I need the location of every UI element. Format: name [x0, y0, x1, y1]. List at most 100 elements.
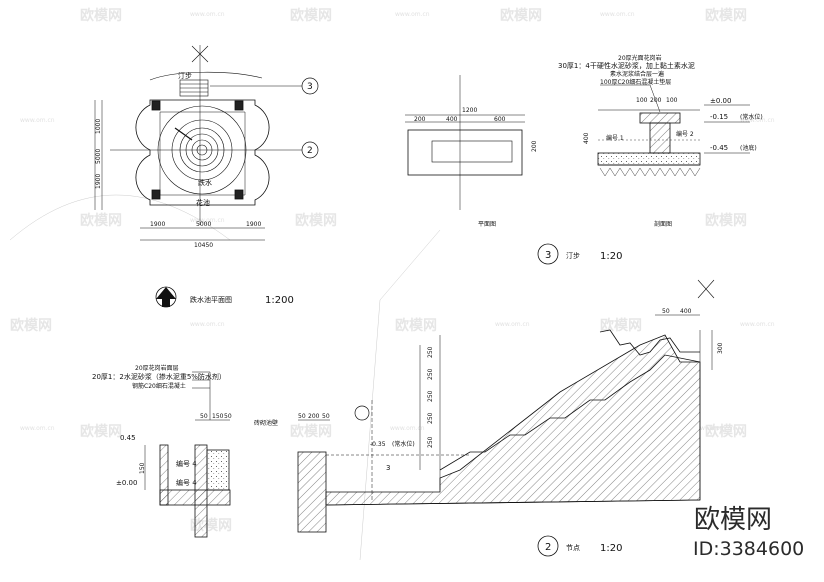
- detail2-note-1: 20厚花岗岩面层: [135, 364, 179, 372]
- detail2-note-3: 钢筋C20细石混凝土: [132, 382, 186, 390]
- detail2-dim-midtop-3: 50: [322, 413, 330, 420]
- watermark-text: 欧模网: [290, 7, 332, 24]
- watermark-text: 欧模网: [295, 212, 337, 229]
- watermark-url: www.om.cn: [700, 425, 735, 432]
- detail2-dim-left-vertical: 150: [139, 462, 146, 474]
- detail3-note-1: 20厚光面花岗岩: [618, 54, 662, 62]
- detail3-tag-1: 编号 1: [606, 134, 624, 142]
- watermark-text: 欧模网: [395, 317, 437, 334]
- watermark-text: 欧模网: [705, 212, 747, 229]
- detail3-level-mid-note: (常水位): [740, 113, 763, 121]
- watermark-url: www.om.cn: [600, 11, 635, 18]
- watermark-url: www.om.cn: [395, 11, 430, 18]
- detail2-dim-topright-2: 400: [680, 308, 692, 315]
- watermark-layer: 欧模网 欧模网 欧模网 欧模网 欧模网 欧模网 欧模网 欧模网 欧模网 欧模网 …: [10, 7, 775, 534]
- detail2-level-water: -0.35: [370, 441, 386, 448]
- callout-2-circle: [301, 141, 319, 159]
- detail3-plan: [405, 75, 525, 210]
- detail2-dim-lefttop-1: 50: [200, 413, 208, 420]
- detail3-dim-top-1: 200: [414, 116, 426, 123]
- detail3-note-2: 30厚1：4干硬性水泥砂浆，加上黏土素水泥: [558, 61, 695, 70]
- watermark-url: www.om.cn: [740, 321, 775, 328]
- plan-dim-left-1: 1000: [95, 119, 102, 134]
- north-arrow-icon: [155, 286, 177, 308]
- watermark-text: 欧模网: [500, 7, 542, 24]
- detail2-dim-midtop-1: 50: [298, 413, 306, 420]
- detail2-tag-4b: 编号 4: [176, 478, 197, 487]
- detail3-note-3: 素水泥浆结合层一遍: [610, 70, 664, 78]
- callout-3-number: 3: [307, 82, 313, 92]
- detail2-dim-midtop-2: 200: [308, 413, 320, 420]
- detail2-scale: 1:20: [600, 543, 622, 554]
- detail2-level-water-note: (常水位): [392, 440, 415, 448]
- detail2-label-wall: 砖砌池壁: [254, 419, 278, 427]
- watermark-url: www.om.cn: [190, 217, 225, 224]
- detail2-callout-circle: [537, 535, 559, 557]
- detail3-section: [597, 84, 750, 177]
- watermark-url: www.om.cn: [190, 11, 225, 18]
- detail3-level-top: ±0.00: [710, 97, 731, 105]
- detail2-dim-topright-1: 50: [662, 308, 670, 315]
- detail3-title: 汀步: [566, 252, 580, 260]
- detail3-section-dim-1: 100: [636, 97, 648, 104]
- detail2-marker-circle: [354, 405, 370, 421]
- watermark-text: 欧模网: [80, 7, 122, 24]
- detail3-note-4: 100厚C20细石混凝土垫层: [600, 78, 671, 86]
- plan-dim-left-3: 1900: [95, 174, 102, 189]
- detail3-dim-total: 1200: [462, 107, 477, 114]
- watermark-text: 欧模网: [290, 423, 332, 440]
- plan-scale: 1:200: [265, 295, 294, 306]
- watermark-url: www.om.cn: [20, 117, 55, 124]
- detail3-dim-top-3: 600: [494, 116, 506, 123]
- detail2-dim-step-3: 250: [427, 390, 434, 402]
- watermark-text: 欧模网: [705, 423, 747, 440]
- detail3-level-mid: -0.15: [710, 113, 728, 121]
- watermark-text: 欧模网: [705, 7, 747, 24]
- detail3-dim-top-2: 400: [446, 116, 458, 123]
- detail2-dim-step-5: 250: [427, 436, 434, 448]
- watermark-text: 欧模网: [10, 317, 52, 334]
- detail3-tag-2: 编号 2: [676, 130, 694, 138]
- detail2-note-2: 20厚1：2水泥砂浆（掺水泥重5%防水剂）: [92, 372, 226, 381]
- watermark-text: 欧模网: [600, 317, 642, 334]
- plan-dim-bottom-2: 5000: [196, 221, 211, 228]
- brand-id: ID:3384600: [693, 538, 804, 560]
- label-steps: 汀步: [178, 72, 192, 80]
- detail2-dim-lefttop-3: 50: [224, 413, 232, 420]
- plan-view: [94, 45, 305, 241]
- detail3-section-dim-3: 100: [666, 97, 678, 104]
- callout-3-circle: [301, 77, 319, 95]
- detail2-section: [144, 279, 715, 538]
- watermark-url: www.om.cn: [495, 321, 530, 328]
- watermark-url: www.om.cn: [390, 425, 425, 432]
- detail3-callout-number: 3: [545, 250, 551, 261]
- watermark-url: www.om.cn: [20, 425, 55, 432]
- detail2-dim-lefttop-2: 150: [212, 413, 224, 420]
- detail3-scale: 1:20: [600, 251, 622, 262]
- watermark-url: www.om.cn: [190, 321, 225, 328]
- plan-title: 跌水池平面图: [190, 295, 232, 304]
- detail2-dim-step-4: 250: [427, 412, 434, 424]
- detail2-dim-right: 300: [717, 342, 724, 354]
- detail3-section-dim-2: 200: [650, 97, 662, 104]
- detail2-callout-number: 2: [545, 542, 551, 553]
- detail2-dim-step-2: 250: [427, 368, 434, 380]
- detail2-level-045: 0.45: [120, 434, 136, 442]
- detail2-level-000: ±0.00: [116, 479, 137, 487]
- detail2-dim-step-1: 250: [427, 346, 434, 358]
- detail3-dim-right: 200: [531, 140, 538, 152]
- label-fall: 跌水: [198, 178, 212, 187]
- detail2-title: 节点: [566, 544, 580, 552]
- callout-2-number: 2: [307, 146, 313, 156]
- detail3-level-bottom-note: (池底): [740, 144, 757, 152]
- watermark-text: 欧模网: [80, 212, 122, 229]
- detail2-tag-3: 3: [386, 464, 390, 472]
- brand-name: 欧模网: [694, 505, 772, 535]
- watermark-text: 欧模网: [80, 423, 122, 440]
- detail2-tag-4a: 编号 4: [176, 459, 197, 468]
- plan-dim-bottom-1: 1900: [150, 221, 165, 228]
- detail3-level-bottom: -0.45: [710, 144, 728, 152]
- label-flower: 花池: [196, 198, 210, 207]
